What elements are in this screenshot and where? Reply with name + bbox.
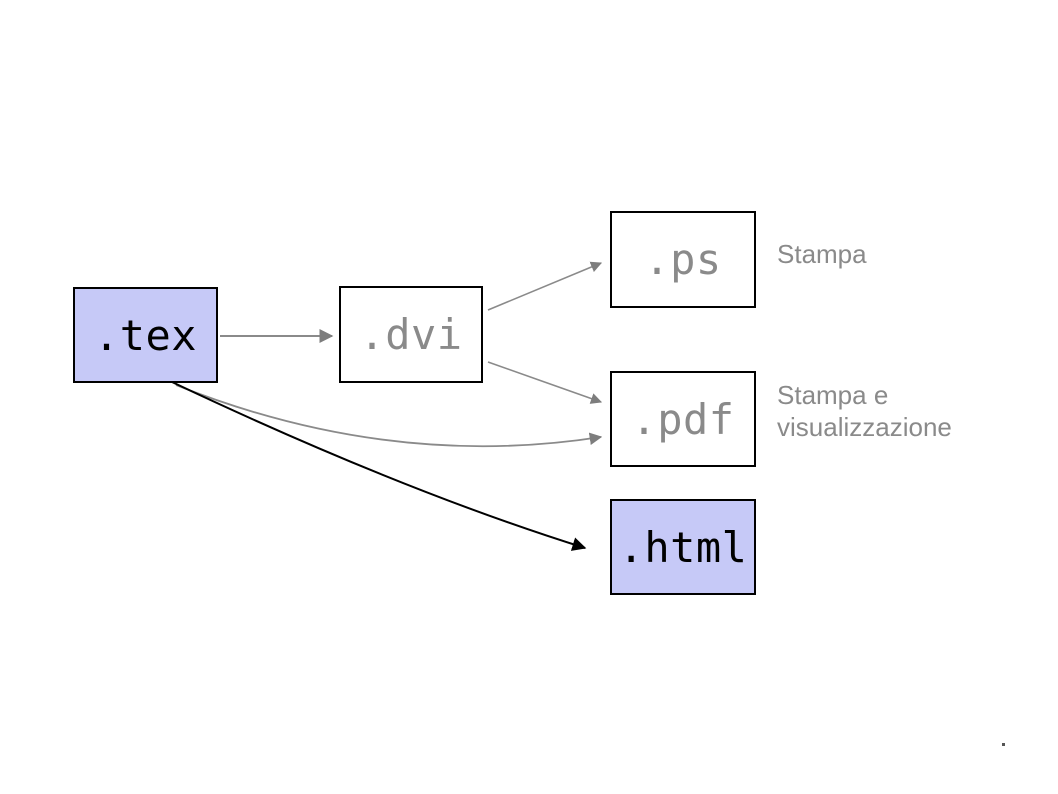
edge-tex-to-pdf — [175, 384, 603, 448]
edge-tex-to-html — [171, 381, 587, 551]
node-dvi[interactable]: .dvi — [339, 286, 483, 383]
node-html-label: .html — [618, 522, 748, 572]
node-pdf[interactable]: .pdf — [610, 371, 756, 467]
node-pdf-label: .pdf — [631, 394, 735, 444]
node-dvi-label: .dvi — [359, 310, 463, 359]
stray-dot-artifact — [1002, 743, 1005, 746]
edge-dvi-to-pdf — [487, 361, 603, 404]
node-html[interactable]: .html — [610, 499, 756, 595]
node-ps[interactable]: .ps — [610, 211, 756, 308]
node-ps-label: .ps — [644, 235, 722, 284]
edge-dvi-to-ps — [487, 261, 603, 311]
annotation-stampa: Stampa — [777, 239, 867, 269]
annotation-stampa-visualizzazione: Stampa e visualizzazione — [777, 380, 952, 442]
node-tex[interactable]: .tex — [73, 287, 218, 383]
node-tex-label: .tex — [93, 310, 198, 360]
